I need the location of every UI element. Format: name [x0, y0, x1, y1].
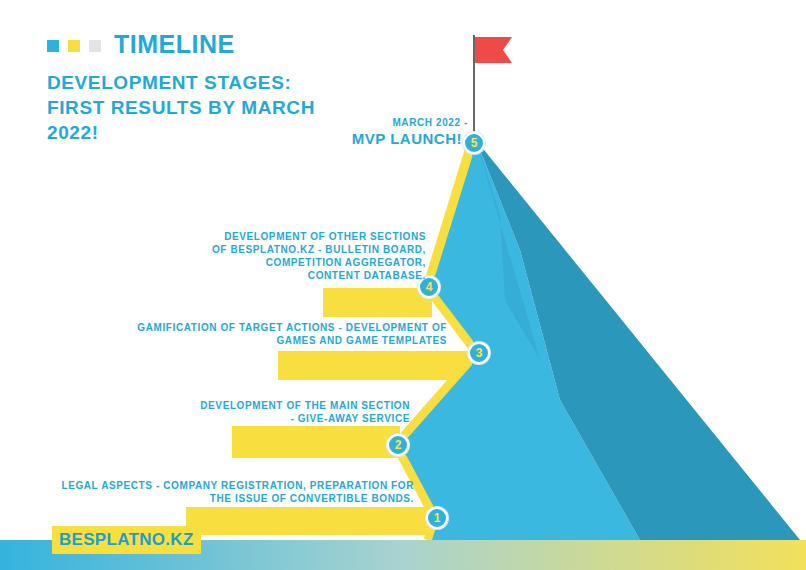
ridge-connector: [433, 156, 470, 273]
stage-circle: 1LEGAL ASPECTS - COMPANY REGISTRATION, P…: [426, 507, 448, 529]
logo-box: BESPLATNO.KZ: [52, 526, 201, 554]
step-bar: [186, 507, 440, 535]
flag: [475, 37, 512, 63]
stage-text: MVP LAUNCH!: [352, 130, 462, 147]
step-bar: [323, 288, 432, 317]
stage-text: MARCH 2022 -: [392, 116, 468, 129]
flag-pole: [473, 35, 475, 140]
logo-text: BESPLATNO.KZ: [59, 530, 194, 549]
callout-number: 2: [389, 436, 407, 454]
square-grey: [89, 40, 101, 52]
callout-number: 5: [465, 134, 483, 152]
stage-circle: 2DEVELOPMENT OF THE MAIN SECTION - GIVE-…: [387, 434, 409, 456]
step-bar: [232, 426, 400, 458]
square-yellow: [68, 40, 80, 52]
step-bar: [278, 351, 478, 380]
stage-text: GAMIFICATION OF TARGET ACTIONS - DEVELOP…: [117, 321, 447, 347]
ridge-connector: [407, 364, 469, 435]
stage-circle: 5MARCH 2022 -MVP LAUNCH!: [463, 132, 485, 154]
square-blue: [47, 40, 59, 52]
subtitle: DEVELOPMENT STAGES: FIRST RESULTS BY MAR…: [47, 70, 347, 145]
stage-circle: 3GAMIFICATION OF TARGET ACTIONS - DEVELO…: [468, 342, 490, 364]
stage-circle: 4DEVELOPMENT OF OTHER SECTIONS OF BESPLA…: [418, 276, 440, 298]
stage-text: LEGAL ASPECTS - COMPANY REGISTRATION, PR…: [42, 479, 414, 505]
callout-number: 1: [428, 509, 446, 527]
mountain-dark-face: [476, 140, 800, 540]
stage-text: DEVELOPMENT OF THE MAIN SECTION - GIVE-A…: [195, 399, 410, 425]
callout-number: 3: [470, 344, 488, 362]
stage-text: DEVELOPMENT OF OTHER SECTIONS OF BESPLAT…: [211, 230, 426, 282]
title: TIMELINE: [114, 30, 235, 59]
mountain-shade: [476, 140, 540, 360]
